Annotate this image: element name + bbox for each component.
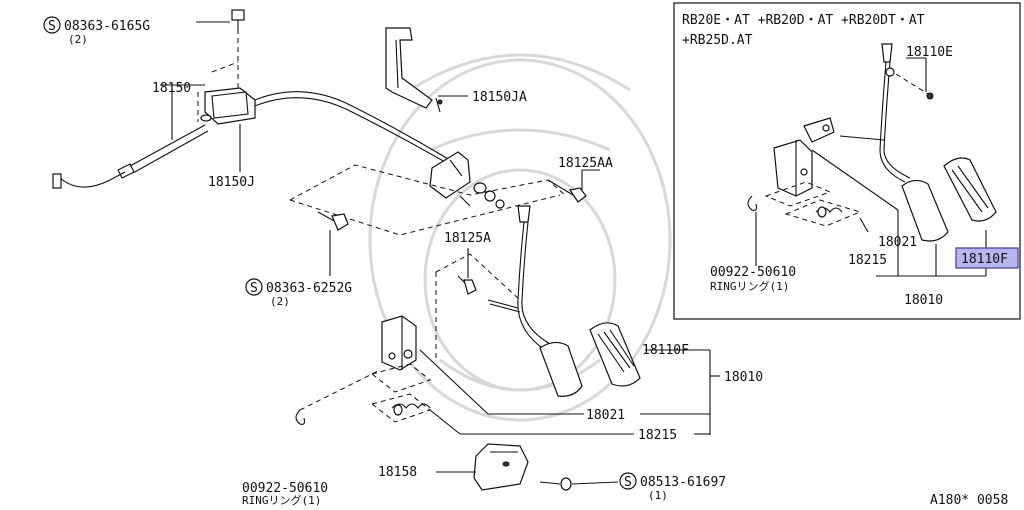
inset-title-line2: +RB25D.AT (682, 33, 753, 48)
inset-title-line1: RB20E・AT +RB20D・AT +RB20DT・AT (682, 13, 925, 28)
e-ring (295, 369, 381, 425)
label-bolt-top: 08363-6165G (64, 19, 150, 34)
label-screw: 08513-61697 (640, 475, 726, 490)
accelerator-cable (52, 84, 471, 189)
label-ring-desc: RINGリング(1) (242, 493, 321, 507)
bolt-aa (289, 164, 600, 236)
label-bolt-top-qty: (2) (68, 33, 88, 46)
label-bracket-ja: 18150JA (472, 90, 527, 105)
s-mark-mid: S (250, 281, 258, 296)
inset-label-e: 18110E (906, 45, 953, 60)
s-mark-top: S (48, 19, 56, 34)
inset-panel (673, 2, 1021, 320)
highlight-box (955, 247, 1019, 269)
label-screw-qty: (1) (648, 489, 668, 502)
pedal-pad (589, 322, 641, 387)
leader-lines (419, 349, 720, 485)
label-clamp-j: 18150J (208, 175, 255, 190)
label-pedal-assy: 18010 (724, 370, 763, 385)
label-bolt-a: 18125A (444, 231, 491, 246)
bracket-ja (385, 27, 468, 113)
cable-end-bracket (429, 151, 505, 209)
stopper (473, 443, 529, 491)
springs (370, 363, 432, 423)
inset-label-021: 18021 (878, 235, 917, 250)
watermark (368, 53, 672, 422)
inset-label-f: 18110F (961, 252, 1008, 267)
label-pad-f: 18110F (642, 343, 689, 358)
label-cable: 18150 (152, 81, 191, 96)
bolt-a (435, 248, 521, 360)
cable-clamp (197, 61, 256, 172)
screw (539, 477, 572, 491)
bolt-mid (317, 211, 349, 276)
label-spring-215: 18215 (638, 428, 677, 443)
s-markers (43, 16, 637, 490)
label-bolt-mid: 08363-6252G (266, 281, 352, 296)
label-bolt-aa: 18125AA (558, 156, 613, 171)
label-ring: 00922-50610 (242, 481, 328, 496)
bolt-top (196, 9, 245, 90)
diagram-ref: A180* 0058 (930, 493, 1008, 508)
inset-label-ring-desc: RINGリング(1) (710, 279, 789, 293)
pedal-bracket (381, 315, 417, 371)
inset-label-215: 18215 (848, 253, 887, 268)
inset-label-ring: 00922-50610 (710, 265, 796, 280)
label-bolt-mid-qty: (2) (270, 295, 290, 308)
s-mark-screw: S (624, 475, 632, 490)
label-stopper: 18158 (378, 465, 417, 480)
inset-label-assy: 18010 (904, 293, 943, 308)
pedal-arm (487, 205, 583, 397)
label-spring-021: 18021 (586, 408, 625, 423)
